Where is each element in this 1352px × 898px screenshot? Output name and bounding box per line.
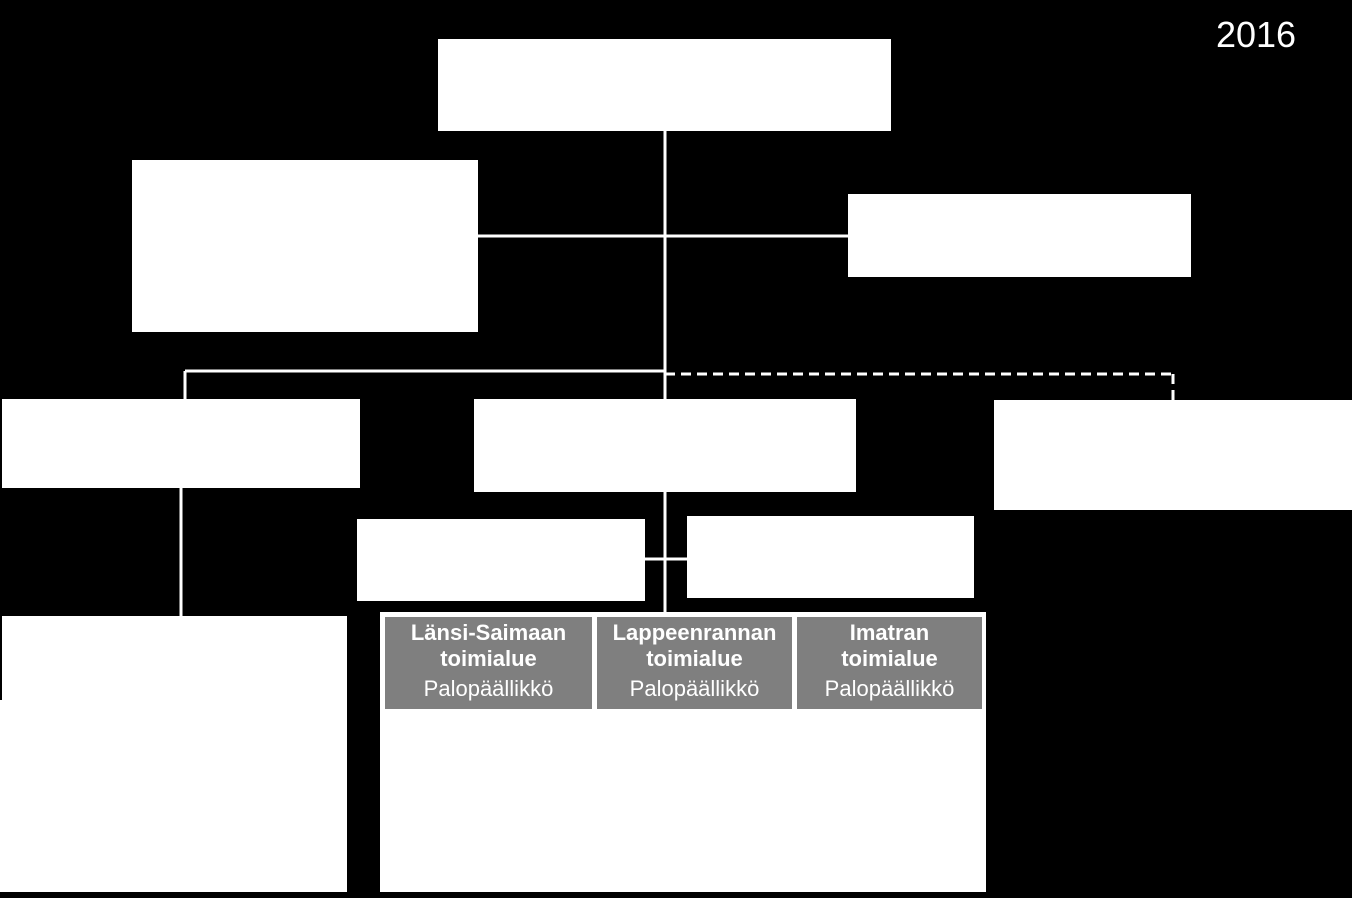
area-name-line1: Lappeenrannan: [612, 620, 777, 645]
area-group-box: Länsi-Saimaan toimialue Palopäällikkö La…: [380, 612, 986, 892]
area-role: Palopäällikkö: [423, 676, 554, 701]
sub-unit-box-right: [687, 516, 974, 598]
area-box-imatra: Imatran toimialue Palopäällikkö: [797, 617, 982, 709]
sub-unit-box-left: [357, 519, 645, 601]
year-label: 2016: [1215, 14, 1297, 55]
left-staff-box: [132, 160, 478, 332]
top-box: [438, 39, 891, 131]
area-name-line1: Länsi-Saimaan: [410, 620, 567, 645]
right-staff-box: [848, 194, 1191, 277]
area-name-line2: toimialue: [646, 646, 743, 671]
right-division-box: [994, 400, 1352, 510]
left-division-box: [2, 399, 360, 488]
area-role: Palopäällikkö: [629, 676, 760, 701]
left-lower-box: [2, 616, 347, 702]
left-bottom-box: [0, 700, 347, 892]
area-role: Palopäällikkö: [824, 676, 955, 701]
area-box-lappeenranta: Lappeenrannan toimialue Palopäällikkö: [597, 617, 792, 709]
area-name-line1: Imatran: [849, 620, 930, 645]
center-division-box: [474, 399, 856, 492]
area-name-line2: toimialue: [440, 646, 537, 671]
area-box-lansi-saimaa: Länsi-Saimaan toimialue Palopäällikkö: [385, 617, 592, 709]
area-name-line2: toimialue: [841, 646, 938, 671]
